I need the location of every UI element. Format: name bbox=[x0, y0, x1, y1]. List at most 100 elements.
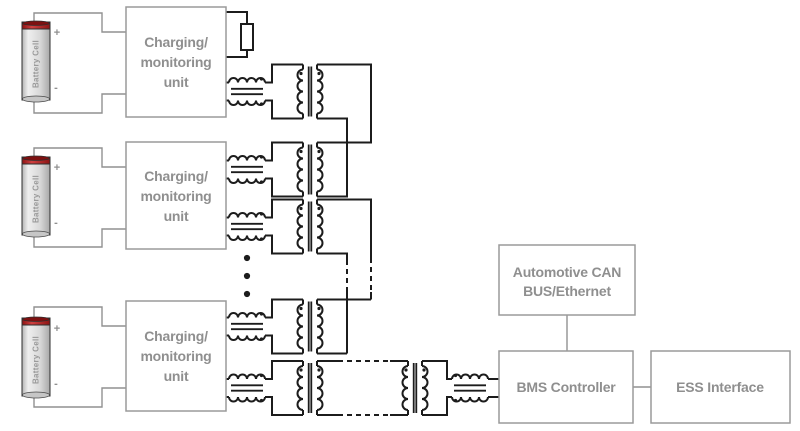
transformer-icon bbox=[296, 303, 304, 350]
phase-dot bbox=[317, 149, 321, 154]
choke-1 bbox=[226, 77, 266, 106]
transformer-4 bbox=[296, 299, 324, 354]
battery-cell-label: Battery Cell bbox=[32, 40, 41, 88]
cell-cap-top bbox=[22, 155, 50, 161]
battery-negative-sign: - bbox=[54, 217, 58, 229]
phase-dot bbox=[259, 237, 264, 241]
charging-unit-2-label-line1: Charging/ bbox=[144, 168, 208, 184]
phase-dot bbox=[259, 180, 264, 184]
battery-positive-wire bbox=[33, 306, 126, 327]
charging-unit-3-label-line1: Charging/ bbox=[144, 328, 208, 344]
bms-controller-box: BMS Controller bbox=[498, 350, 634, 424]
charging-unit-box-2: Charging/ monitoring unit bbox=[125, 141, 227, 250]
ess-interface-label: ESS Interface bbox=[676, 379, 764, 395]
phase-dot bbox=[299, 149, 303, 154]
phase-dot bbox=[259, 102, 264, 106]
charging-unit-box-3: Charging/ monitoring unit bbox=[125, 300, 227, 412]
ellipsis-dot bbox=[243, 272, 251, 280]
charging-unit-3-label-line3: unit bbox=[164, 368, 189, 384]
transformer-icon bbox=[401, 365, 409, 411]
phase-dot bbox=[259, 398, 264, 403]
battery-negative-sign: - bbox=[54, 82, 58, 94]
termination-resistor bbox=[226, 11, 254, 58]
ellipsis-dot bbox=[243, 254, 251, 262]
choke-5 bbox=[226, 373, 266, 403]
coupled-inductor-icon bbox=[228, 77, 266, 83]
battery-positive-wire bbox=[33, 12, 126, 33]
transformer-6 bbox=[401, 361, 429, 415]
cell-cap-top bbox=[22, 316, 50, 322]
transformer-icon bbox=[296, 365, 304, 411]
choke-transformer-link-2 bbox=[265, 141, 303, 198]
phase-dot bbox=[453, 398, 458, 403]
charging-unit-2-label-line2: monitoring bbox=[140, 188, 211, 204]
battery-cell-label: Battery Cell bbox=[32, 175, 41, 223]
ess-interface-box: ESS Interface bbox=[650, 350, 791, 424]
charging-unit-3-label-line2: monitoring bbox=[140, 348, 211, 364]
cell-bottom bbox=[21, 95, 51, 103]
phase-dot bbox=[317, 306, 321, 311]
coupled-inductor-icon bbox=[451, 373, 489, 380]
can-bus-box: Automotive CAN BUS/Ethernet bbox=[498, 244, 636, 316]
transformer-icon bbox=[296, 68, 304, 115]
phase-dot bbox=[259, 312, 264, 316]
phase-dot bbox=[299, 206, 303, 211]
choke-transformer-link-4 bbox=[265, 298, 303, 355]
transformer-icon bbox=[296, 203, 304, 250]
choke-2 bbox=[226, 155, 266, 184]
phase-dot bbox=[299, 306, 303, 311]
battery-negative-sign: - bbox=[54, 378, 58, 390]
bms-controller-label: BMS Controller bbox=[516, 379, 616, 395]
battery-positive-sign: + bbox=[54, 162, 60, 174]
transformer-5 bbox=[296, 361, 324, 415]
can-bus-label-line1: Automotive CAN bbox=[513, 264, 622, 280]
coupled-inductor-icon bbox=[228, 373, 266, 380]
choke-6 bbox=[451, 373, 499, 403]
battery-negative-wire bbox=[33, 228, 126, 248]
transformer6-choke-link bbox=[422, 360, 452, 416]
charging-unit-2-label-line3: unit bbox=[164, 208, 189, 224]
ellipsis-dot bbox=[243, 290, 251, 298]
coupled-inductor-icon bbox=[228, 212, 266, 218]
phase-dot bbox=[317, 71, 321, 76]
charging-unit-2-border bbox=[125, 141, 227, 250]
charging-unit-1-label-line3: unit bbox=[164, 74, 189, 90]
charging-unit-box-1: Charging/ monitoring unit bbox=[125, 6, 227, 118]
coupled-inductor-icon bbox=[228, 155, 266, 161]
phase-dot bbox=[259, 212, 264, 216]
battery-positive-wire bbox=[33, 147, 126, 168]
phase-dot bbox=[259, 155, 264, 159]
battery-negative-wire bbox=[33, 93, 126, 114]
battery-loop-2 bbox=[33, 147, 126, 248]
choke-4 bbox=[226, 312, 266, 341]
ess-interface-border bbox=[650, 350, 791, 424]
phase-dot bbox=[317, 206, 321, 211]
cell-cap-top bbox=[22, 20, 50, 26]
isolated-bus-to-bms bbox=[317, 360, 408, 416]
cell-bottom bbox=[21, 391, 51, 399]
battery-cell-1: Battery Cell + - bbox=[21, 20, 60, 103]
choke-transformer-link-5 bbox=[265, 360, 303, 416]
continuation-dots bbox=[243, 254, 251, 298]
battery-cell-label: Battery Cell bbox=[32, 336, 41, 384]
resistor-icon bbox=[240, 23, 254, 51]
phase-dot bbox=[259, 337, 264, 341]
cell-bottom bbox=[21, 230, 51, 238]
battery-cell-3: Battery Cell+- bbox=[21, 316, 60, 399]
charging-unit-1-label-line1: Charging/ bbox=[144, 34, 208, 50]
transformer-icon bbox=[296, 146, 304, 193]
battery-positive-sign: + bbox=[54, 27, 60, 39]
secondary-link-wire-2 bbox=[317, 198, 372, 355]
control-links bbox=[566, 315, 651, 388]
phase-dot bbox=[453, 373, 458, 378]
battery-loop-1 bbox=[33, 12, 126, 114]
choke-transformer-link-3 bbox=[265, 198, 303, 255]
transformer-1 bbox=[296, 64, 324, 119]
choke-3 bbox=[226, 212, 266, 241]
battery-loop-3 bbox=[33, 306, 126, 408]
phase-dot bbox=[259, 77, 264, 81]
phase-dot bbox=[317, 368, 321, 372]
transformer-2 bbox=[296, 142, 324, 197]
battery-cell-2: Battery Cell + - bbox=[21, 155, 60, 238]
